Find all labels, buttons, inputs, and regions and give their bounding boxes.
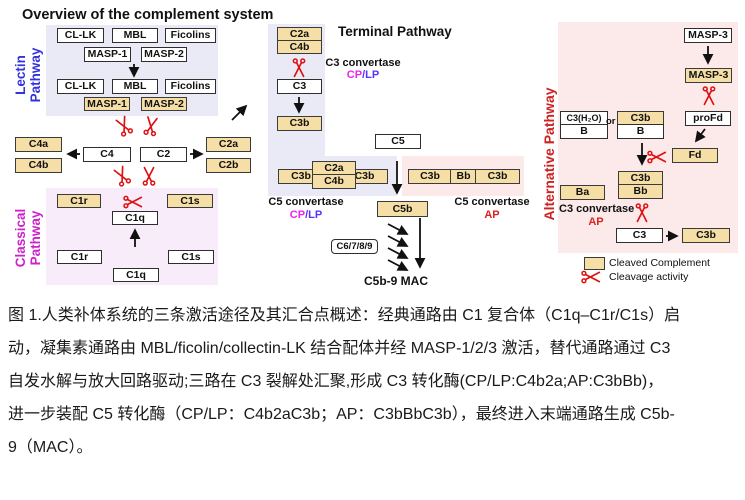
- box-c4b-complex: C4b: [312, 174, 356, 189]
- figure-title: Overview of the complement system: [22, 7, 274, 23]
- box-c4: C4: [83, 147, 131, 162]
- caption-line: 进一步装配 C5 转化酶（CP/LP：C4b2aC3b；AP：C3bBbC3b）…: [8, 406, 675, 423]
- caption-line: 动，凝集素通路由 MBL/ficolin/collectin-LK 结合配体并经…: [8, 340, 671, 357]
- box-fd: Fd: [672, 148, 718, 163]
- scissors-icon: [113, 165, 132, 187]
- scissors-icon: [702, 86, 716, 106]
- box-masp1-top: MASP-1: [84, 47, 131, 62]
- scissors-icon: [143, 116, 158, 137]
- cp-label: CP: [346, 69, 363, 81]
- box-c3b-c3bbb: C3b: [618, 171, 663, 185]
- box-c5b: C5b: [377, 201, 428, 217]
- terminal-pathway-title: Terminal Pathway: [338, 24, 452, 39]
- box-c4b-convertase: C4b: [277, 40, 322, 54]
- box-c3b-product: C3b: [277, 116, 322, 131]
- lp-label: LP: [365, 69, 380, 81]
- box-masp2-top: MASP-2: [141, 47, 187, 62]
- box-c3b-ap-left: C3b: [408, 169, 452, 184]
- legend-cleavage-label: Cleavage activity: [609, 271, 689, 283]
- c3-convertase-cplp-label: C3 convertase: [325, 57, 401, 69]
- box-c2a-convertase: C2a: [277, 27, 322, 41]
- classical-pathway-label: Classical Pathway: [13, 190, 43, 286]
- or-label: or: [606, 116, 616, 127]
- box-ba: Ba: [560, 185, 605, 200]
- slash-label: /: [362, 69, 366, 81]
- box-c2a: C2a: [206, 137, 251, 152]
- box-c1r: C1r: [57, 250, 102, 264]
- caption-line: 9（MAC）。: [8, 439, 93, 456]
- cp-label: CP: [289, 209, 306, 221]
- c3-convertase-ap-sub: AP: [588, 216, 604, 228]
- box-c1s-active: C1s: [167, 194, 213, 208]
- scissors-icon: [647, 150, 667, 164]
- box-c2: C2: [140, 147, 187, 162]
- box-c4a: C4a: [15, 137, 62, 152]
- box-masp2-active: MASP-2: [141, 97, 187, 111]
- classical-label-line1: Classical: [13, 208, 28, 268]
- box-ficolins-bottom: Ficolins: [165, 79, 216, 94]
- lectin-label-line1: Lectin: [13, 55, 28, 95]
- box-c1q-active: C1q: [112, 211, 158, 225]
- classical-label-line2: Pathway: [28, 210, 43, 266]
- alternative-pathway-label: Alternative Pathway: [541, 87, 557, 221]
- box-c3b-alt: C3b: [617, 111, 664, 125]
- caption-line: 自发水解与放大回路驱动;三路在 C3 裂解处汇聚,形成 C3 转化酶(CP/LP…: [8, 373, 664, 390]
- box-c3-ap: C3: [616, 228, 663, 243]
- scissors-icon: [142, 166, 156, 186]
- figure-caption: 图 1.人类补体系统的三条激活途径及其汇合点概述：经典通路由 C1 复合体（C1…: [8, 299, 741, 464]
- box-c3: C3: [277, 79, 322, 94]
- caption-line: 图 1.人类补体系统的三条激活途径及其汇合点概述：经典通路由 C1 复合体（C1…: [8, 307, 681, 324]
- box-masp1-active: MASP-1: [84, 97, 130, 111]
- box-bb-c3bbb: Bb: [618, 184, 663, 199]
- box-c3b-final: C3b: [682, 228, 730, 243]
- scissors-icon: [635, 203, 649, 223]
- scissors-icon: [123, 195, 143, 209]
- c5-convertase-cplp-label: C5 convertase: [268, 196, 344, 208]
- box-masp3: MASP-3: [684, 28, 732, 43]
- box-c5: C5: [375, 134, 421, 149]
- box-c2b: C2b: [206, 158, 251, 173]
- box-c3h2o: C3(H₂O): [560, 111, 608, 125]
- lectin-pathway-label: Lectin Pathway: [13, 37, 43, 113]
- c5-convertase-ap-label: C5 convertase: [454, 196, 530, 208]
- box-cl-lk-bottom: CL-LK: [57, 79, 104, 94]
- scissors-icon: [115, 115, 134, 137]
- mac-label: C5b-9 MAC: [364, 274, 429, 288]
- c5-convertase-cplp-sub: CP/LP: [266, 209, 346, 221]
- legend-cleaved-swatch: [584, 257, 605, 270]
- box-bb-ap: Bb: [450, 169, 477, 184]
- box-b-left: B: [560, 124, 608, 139]
- box-c1s: C1s: [168, 250, 214, 264]
- lp-label: LP: [308, 209, 323, 221]
- box-ficolins-top: Ficolins: [165, 28, 216, 43]
- box-masp3-active: MASP-3: [685, 68, 732, 83]
- box-mbl-bottom: MBL: [112, 79, 158, 94]
- box-mbl-top: MBL: [112, 28, 158, 43]
- c3-convertase-ap-label: C3 convertase: [559, 203, 635, 215]
- box-c6789: C6/7/8/9: [331, 239, 378, 254]
- scissors-icon: [292, 58, 306, 78]
- box-c3b-ap-right: C3b: [475, 169, 520, 184]
- legend-cleaved-label: Cleaved Complement: [609, 257, 710, 269]
- box-profd: proFd: [685, 111, 731, 126]
- scissors-icon: [581, 270, 601, 284]
- box-c4b-fragment: C4b: [15, 158, 62, 173]
- box-c1r-active: C1r: [57, 194, 101, 208]
- c3-convertase-cplp-sub: CP/LP: [325, 69, 401, 81]
- lectin-label-line2: Pathway: [28, 47, 43, 103]
- slash-label: /: [305, 209, 309, 221]
- box-c2a-complex: C2a: [312, 161, 356, 175]
- box-c1q: C1q: [113, 268, 159, 282]
- c5-convertase-ap-sub: AP: [484, 209, 500, 221]
- box-b-right: B: [617, 124, 664, 139]
- box-cl-lk-top: CL-LK: [57, 28, 104, 43]
